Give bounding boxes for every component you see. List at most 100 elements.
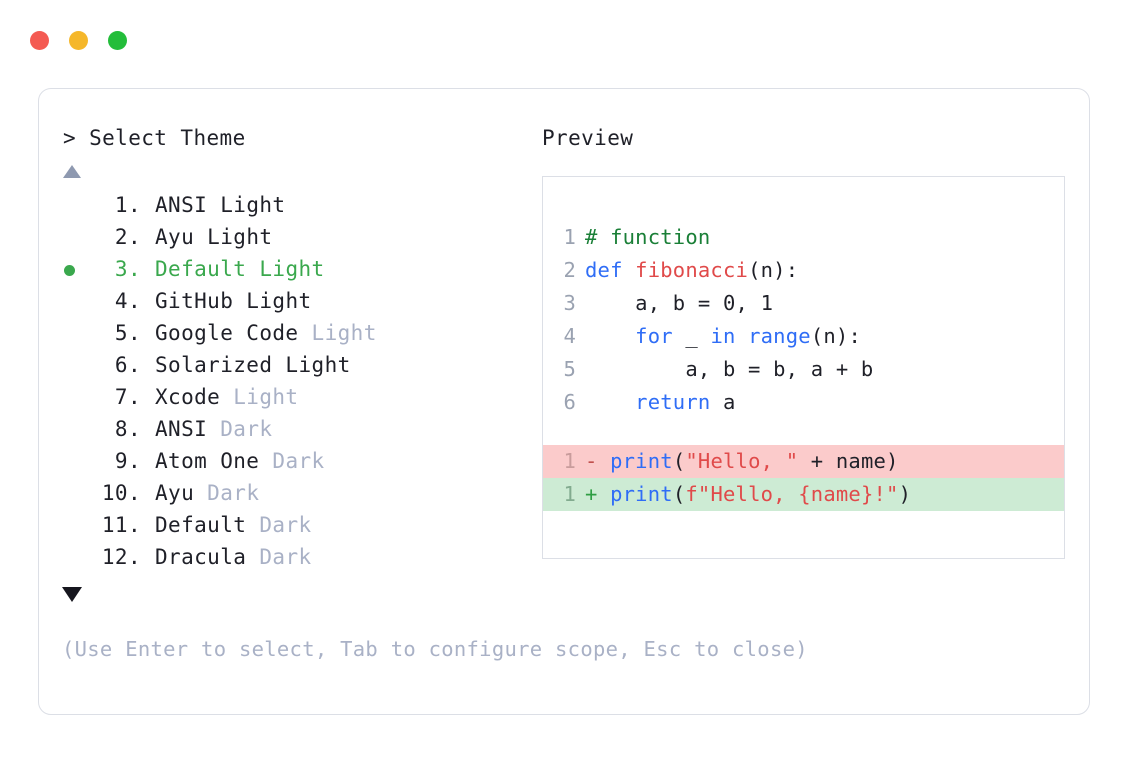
prompt-caret-icon: >	[63, 126, 77, 150]
code-token-plain: + name)	[798, 449, 899, 473]
theme-item-index: 2.	[114, 225, 141, 249]
theme-list-item[interactable]: 9.Atom One Dark	[39, 445, 539, 477]
theme-item-name: Ayu Dark	[155, 481, 260, 505]
line-number: 6	[563, 390, 576, 414]
line-number: 1	[563, 225, 576, 249]
selected-bullet-icon	[64, 297, 75, 308]
preview-label: Preview	[542, 126, 634, 150]
theme-item-suffix: Light	[298, 321, 377, 345]
theme-item-name: Default Light	[155, 257, 325, 281]
theme-item-name: Xcode Light	[155, 385, 299, 409]
theme-item-suffix: Light	[194, 225, 273, 249]
code-line: 4 for _ in range(n):	[543, 320, 1064, 353]
line-number: 1	[563, 449, 576, 473]
theme-item-suffix: Dark	[246, 545, 312, 569]
theme-list-item[interactable]: 12. Dracula Dark	[39, 541, 539, 573]
theme-item-name: Ayu Light	[155, 225, 273, 249]
theme-list-item[interactable]: 2. Ayu Light	[39, 221, 539, 253]
triangle-down-icon[interactable]	[62, 587, 82, 602]
code-token-plain	[736, 324, 749, 348]
code-token-plain: _	[672, 324, 711, 348]
traffic-lights	[30, 31, 127, 50]
theme-item-index: 8.	[114, 417, 141, 441]
code-token-string: f"Hello, {name}!"	[685, 482, 899, 506]
line-number: 1	[563, 482, 576, 506]
theme-item-name: GitHub Light	[155, 289, 312, 313]
theme-list-item[interactable]: 3.Default Light	[39, 253, 539, 285]
code-token-plain	[585, 324, 635, 348]
selected-bullet-icon	[64, 425, 75, 436]
code-token-string: "Hello, "	[685, 449, 799, 473]
theme-item-name: Dracula Dark	[155, 545, 312, 569]
triangle-up-icon[interactable]	[63, 165, 81, 178]
code-token-plain	[585, 390, 635, 414]
code-token-plain: )	[898, 482, 912, 506]
theme-item-suffix: Dark	[246, 513, 312, 537]
keyboard-hint: (Use Enter to select, Tab to configure s…	[62, 637, 808, 661]
code-token-plain: a, b = b, a + b	[585, 357, 874, 381]
selected-bullet-icon	[64, 233, 75, 244]
theme-item-name: ANSI Light	[155, 193, 286, 217]
theme-list-item[interactable]: 6. Solarized Light	[39, 349, 539, 381]
code-token-plain: (n):	[748, 258, 799, 282]
theme-item-index: 7.	[114, 385, 141, 409]
theme-item-suffix: Dark	[259, 449, 325, 473]
diff-marker: -	[585, 449, 611, 473]
code-token-num: 1	[760, 291, 774, 315]
theme-item-suffix: Light	[233, 289, 312, 313]
selected-bullet-icon	[64, 521, 75, 532]
theme-item-name: Atom One Dark	[155, 449, 325, 473]
code-token-plain: (	[672, 449, 686, 473]
theme-list-item[interactable]: 1.ANSI Light	[39, 189, 539, 221]
theme-list-item[interactable]: 7. Xcode Light	[39, 381, 539, 413]
selected-bullet-icon	[64, 329, 75, 340]
theme-item-suffix: Light	[207, 193, 286, 217]
theme-item-name: Default Dark	[155, 513, 312, 537]
theme-item-name: Google Code Light	[155, 321, 377, 345]
window-titlebar	[0, 0, 1129, 70]
code-token-builtin: range	[748, 324, 811, 348]
line-number: 4	[563, 324, 576, 348]
code-token-plain: (n):	[810, 324, 861, 348]
theme-item-name: Solarized Light	[155, 353, 351, 377]
code-line: 5 a, b = b, a + b	[543, 353, 1064, 386]
theme-item-index: 11.	[101, 513, 141, 537]
code-token-func: fibonacci	[635, 258, 749, 282]
theme-item-index: 10.	[101, 481, 141, 505]
selected-bullet-icon	[64, 201, 75, 212]
theme-item-suffix: Light	[246, 257, 325, 281]
selected-bullet-icon	[64, 489, 75, 500]
theme-list-item[interactable]: 8. ANSI Dark	[39, 413, 539, 445]
theme-item-suffix: Light	[220, 385, 299, 409]
theme-list-item[interactable]: 11. Default Dark	[39, 509, 539, 541]
theme-list-item[interactable]: 10. Ayu Dark	[39, 477, 539, 509]
theme-item-index: 4.	[114, 289, 141, 313]
code-diff-line: 1- print("Hello, " + name)	[543, 445, 1064, 478]
code-token-plain: a, b =	[585, 291, 723, 315]
code-token-plain: (	[672, 482, 686, 506]
theme-item-suffix: Dark	[207, 417, 273, 441]
theme-list-item[interactable]: 5.Google Code Light	[39, 317, 539, 349]
code-token-plain: ,	[735, 291, 761, 315]
code-token-builtin: print	[610, 449, 673, 473]
theme-item-name: ANSI Dark	[155, 417, 273, 441]
theme-item-index: 12.	[101, 545, 141, 569]
theme-item-suffix: Light	[272, 353, 351, 377]
code-token-keyword: return	[635, 390, 711, 414]
theme-list-item[interactable]: 4. GitHub Light	[39, 285, 539, 317]
code-line: 1# function	[543, 221, 1064, 254]
code-token-plain: a	[710, 390, 736, 414]
code-line: 3 a, b = 0, 1	[543, 287, 1064, 320]
selected-bullet-icon	[64, 553, 75, 564]
minimize-button[interactable]	[69, 31, 88, 50]
theme-item-index: 6.	[114, 353, 141, 377]
close-button[interactable]	[30, 31, 49, 50]
maximize-button[interactable]	[108, 31, 127, 50]
code-token-keyword: for	[635, 324, 673, 348]
line-number: 3	[563, 291, 576, 315]
page-title	[76, 126, 89, 150]
